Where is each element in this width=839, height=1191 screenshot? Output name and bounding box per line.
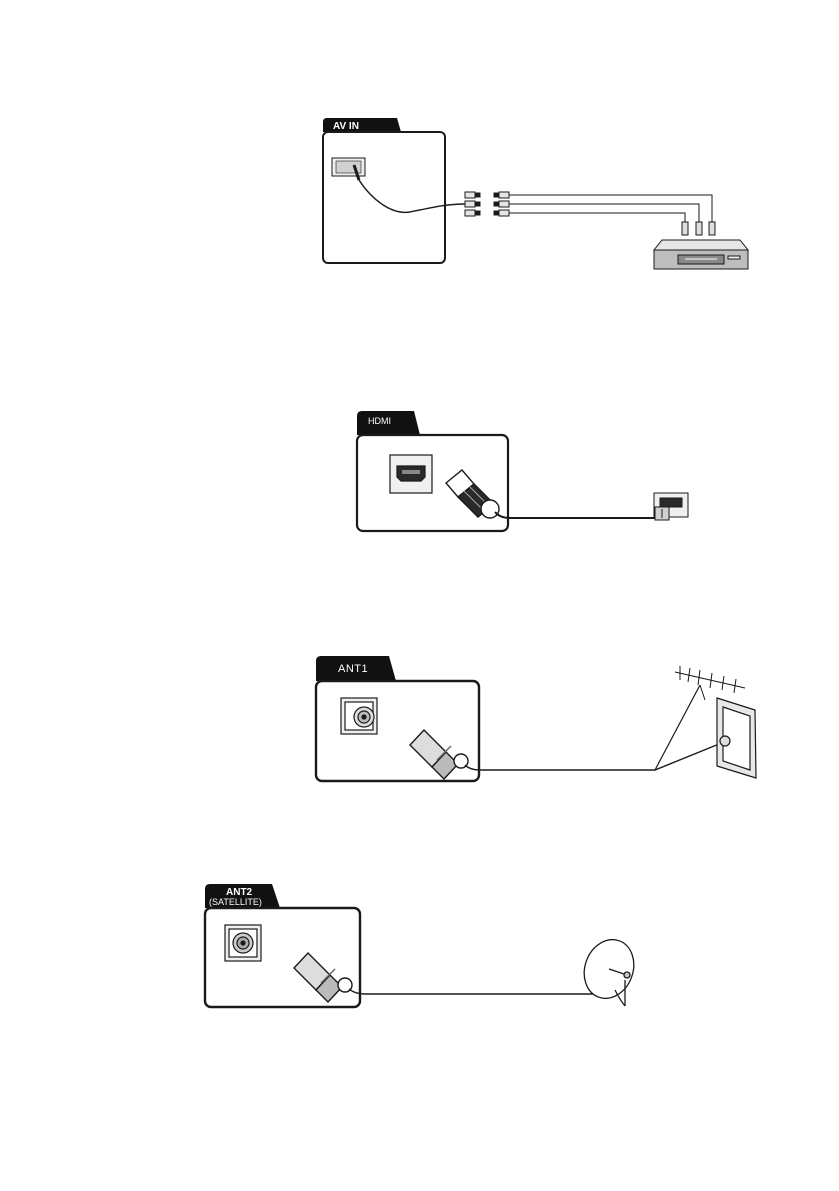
av-in-tab-label: AV IN: [333, 121, 359, 132]
ant2-tab-label-line2: (SATELLITE): [209, 897, 262, 907]
ant1-tab-label: ANT1: [338, 663, 368, 675]
hdmi-port-icon: [390, 455, 432, 493]
tv-antenna-icon: [675, 666, 745, 700]
coax-socket-icon: [341, 698, 377, 734]
av-in-diagram: AV IN: [323, 118, 748, 269]
satellite-dish-icon: [576, 933, 642, 1006]
device-rca-plugs-icon: [682, 222, 715, 235]
ant1-diagram: ANT1: [316, 656, 756, 781]
ant2-diagram: ANT2 (SATELLITE): [205, 884, 642, 1007]
antenna-lead: [655, 685, 700, 770]
ant1-cable: [465, 742, 724, 770]
hdmi-diagram: HDMI: [357, 411, 688, 531]
f-socket-icon: [225, 925, 261, 961]
dvd-player-icon: [654, 240, 748, 269]
hdmi-tab-label: HDMI: [368, 416, 391, 426]
hdmi-cable: [495, 512, 657, 518]
rca-plugs-icon: [465, 192, 509, 216]
av-in-panel: [323, 132, 445, 263]
rca-cables: [509, 195, 712, 222]
ant2-cable: [349, 989, 596, 994]
hdmi-wall-port-icon: [654, 493, 688, 520]
antenna-wall-socket-icon: [717, 698, 756, 778]
